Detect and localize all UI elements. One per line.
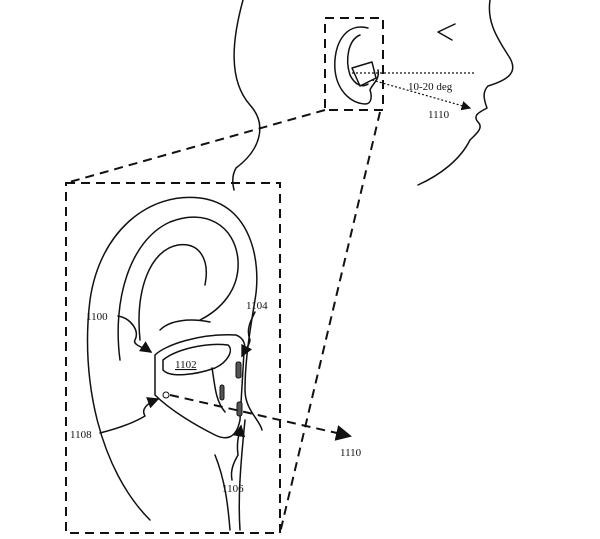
projection-line-right	[279, 111, 381, 534]
label-1100: 1100	[86, 311, 108, 323]
label-1106: 1106	[222, 483, 244, 495]
leader-1108	[99, 397, 160, 434]
small-detail-box	[324, 17, 384, 111]
projection-line-left	[65, 109, 326, 184]
head-back-neck-outline	[231, 0, 261, 191]
leader-1106	[230, 424, 246, 481]
label-1104: 1104	[246, 300, 268, 312]
label-1108: 1108	[70, 429, 92, 441]
eye	[437, 23, 456, 41]
direction-label-top: 1110	[428, 109, 450, 121]
large-ear	[86, 196, 263, 531]
face-profile	[417, 0, 514, 186]
angle-label: 10-20 deg	[408, 81, 453, 93]
label-1102: 1102	[175, 359, 197, 371]
direction-arrow-top	[371, 79, 472, 111]
small-ear	[334, 26, 380, 105]
label-1110: 1110	[340, 447, 362, 459]
leader-1104	[241, 311, 256, 358]
direction-arrow-detail	[169, 394, 352, 441]
leader-1100	[117, 315, 153, 353]
large-detail-box	[65, 182, 281, 534]
earbud-device	[154, 334, 246, 439]
